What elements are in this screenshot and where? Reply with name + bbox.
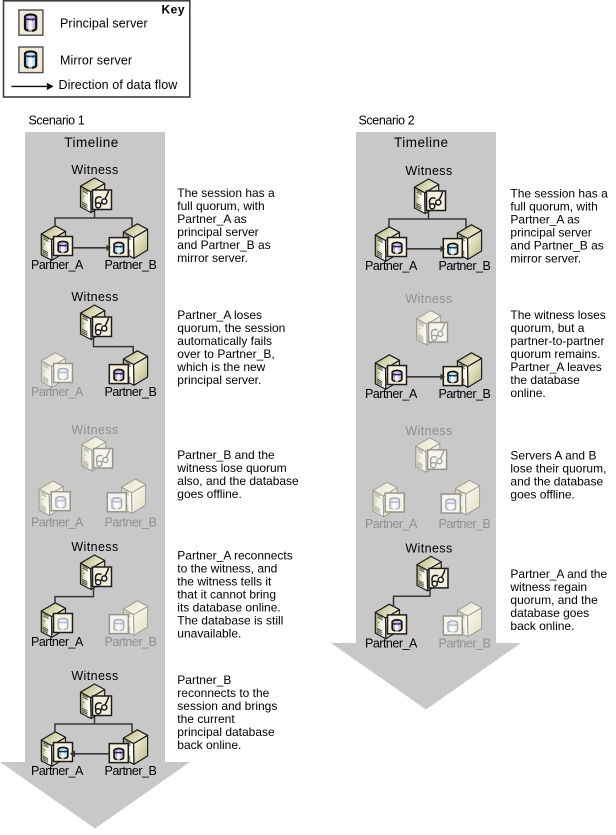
svg-text:principal server.: principal server. xyxy=(177,373,261,387)
svg-text:Partner_A: Partner_A xyxy=(31,258,84,272)
svg-text:Direction of data flow: Direction of data flow xyxy=(59,78,179,92)
svg-text:goes offline.: goes offline. xyxy=(510,488,575,502)
svg-text:quorum, the session: quorum, the session xyxy=(177,321,285,335)
svg-text:session and brings: session and brings xyxy=(177,699,277,713)
svg-text:Partner_A: Partner_A xyxy=(365,387,418,401)
svg-text:Partner_B: Partner_B xyxy=(105,385,157,399)
svg-text:Partner_B: Partner_B xyxy=(105,635,157,649)
svg-text:Partner_A: Partner_A xyxy=(31,516,84,530)
svg-text:Partner_B and the: Partner_B and the xyxy=(177,448,275,462)
svg-text:Partner_A as: Partner_A as xyxy=(177,212,246,226)
svg-text:witness regain: witness regain xyxy=(509,580,587,594)
svg-text:Partner_B: Partner_B xyxy=(177,673,231,687)
svg-text:Partner_A: Partner_A xyxy=(31,385,84,399)
svg-text:Witness: Witness xyxy=(405,424,452,438)
svg-text:its database online.: its database online. xyxy=(177,601,280,615)
svg-text:automatically fails: automatically fails xyxy=(177,334,272,348)
svg-text:Key: Key xyxy=(161,3,185,17)
svg-text:Partner_B: Partner_B xyxy=(105,258,157,272)
svg-text:the current: the current xyxy=(177,712,235,726)
svg-text:The session has a: The session has a xyxy=(510,187,608,201)
svg-text:the witness tells it: the witness tells it xyxy=(177,575,272,589)
svg-text:online.: online. xyxy=(510,386,545,400)
svg-text:Witness: Witness xyxy=(71,163,118,177)
svg-text:Partner_A as: Partner_A as xyxy=(510,213,579,227)
svg-text:Scenario 1: Scenario 1 xyxy=(29,114,85,128)
svg-text:full quorum, with: full quorum, with xyxy=(177,199,264,213)
svg-text:that it cannot bring: that it cannot bring xyxy=(177,588,276,602)
svg-text:Timeline: Timeline xyxy=(64,135,119,150)
svg-text:database goes: database goes xyxy=(510,606,589,620)
svg-text:principal server: principal server xyxy=(177,225,258,239)
svg-text:quorum remains.: quorum remains. xyxy=(510,347,600,361)
svg-text:Partner_A: Partner_A xyxy=(365,259,418,273)
svg-text:Partner_B: Partner_B xyxy=(439,259,491,273)
svg-text:Mirror server: Mirror server xyxy=(60,53,132,67)
svg-text:and Partner_B as: and Partner_B as xyxy=(177,238,270,252)
svg-text:principal server: principal server xyxy=(510,226,591,240)
svg-text:also, and the database: also, and the database xyxy=(177,474,299,488)
svg-text:which is the new: which is the new xyxy=(176,360,265,374)
svg-text:Witness: Witness xyxy=(405,164,452,178)
svg-text:lose their quorum,: lose their quorum, xyxy=(510,462,606,476)
svg-text:quorum, but a: quorum, but a xyxy=(510,321,584,335)
svg-text:Partner_A: Partner_A xyxy=(31,635,84,649)
svg-text:Witness: Witness xyxy=(405,292,452,306)
svg-text:back online.: back online. xyxy=(510,619,574,633)
svg-text:and Partner_B as: and Partner_B as xyxy=(510,239,603,253)
svg-text:Principal server: Principal server xyxy=(60,16,148,30)
svg-text:Witness: Witness xyxy=(71,669,118,683)
svg-text:Partner_B: Partner_B xyxy=(439,517,491,531)
svg-text:Partner_B: Partner_B xyxy=(439,637,491,651)
svg-text:Partner_B: Partner_B xyxy=(439,387,491,401)
svg-text:Witness: Witness xyxy=(71,290,118,304)
svg-text:back online.: back online. xyxy=(177,738,241,752)
svg-text:Timeline: Timeline xyxy=(394,135,449,150)
svg-text:Partner_A: Partner_A xyxy=(365,517,418,531)
svg-text:The session has a: The session has a xyxy=(177,186,275,200)
svg-text:the database: the database xyxy=(510,373,580,387)
svg-text:Partner_A loses: Partner_A loses xyxy=(177,308,262,322)
svg-text:mirror server.: mirror server. xyxy=(177,251,248,265)
svg-text:principal database: principal database xyxy=(177,725,275,739)
svg-text:full quorum, with: full quorum, with xyxy=(510,200,597,214)
svg-text:unavailable.: unavailable. xyxy=(177,627,241,641)
svg-text:quorum, and the: quorum, and the xyxy=(510,593,598,607)
svg-text:Partner_A leaves: Partner_A leaves xyxy=(510,360,601,374)
svg-text:Witness: Witness xyxy=(405,541,452,555)
svg-text:and the database: and the database xyxy=(510,475,603,489)
svg-text:Partner_A: Partner_A xyxy=(31,764,84,778)
svg-text:partner-to-partner: partner-to-partner xyxy=(510,334,604,348)
svg-text:The witness loses: The witness loses xyxy=(510,308,605,322)
svg-text:over to Partner_B,: over to Partner_B, xyxy=(177,347,274,361)
svg-text:goes offline.: goes offline. xyxy=(177,487,242,501)
svg-text:Partner_B: Partner_B xyxy=(105,764,157,778)
svg-text:Partner_A: Partner_A xyxy=(365,637,418,651)
svg-text:The database is still: The database is still xyxy=(177,614,283,628)
svg-text:Partner_B: Partner_B xyxy=(105,516,157,530)
svg-text:Servers A and B: Servers A and B xyxy=(510,449,596,463)
svg-text:witness lose quorum: witness lose quorum xyxy=(176,461,286,475)
svg-text:mirror server.: mirror server. xyxy=(510,252,581,266)
svg-text:Scenario 2: Scenario 2 xyxy=(359,114,415,128)
svg-text:Witness: Witness xyxy=(71,423,118,437)
svg-text:Witness: Witness xyxy=(71,540,118,554)
svg-text:reconnects to the: reconnects to the xyxy=(177,686,269,700)
svg-text:Partner_A reconnects: Partner_A reconnects xyxy=(177,549,292,563)
svg-text:Partner_A and the: Partner_A and the xyxy=(510,567,607,581)
svg-text:to the witness, and: to the witness, and xyxy=(177,562,277,576)
